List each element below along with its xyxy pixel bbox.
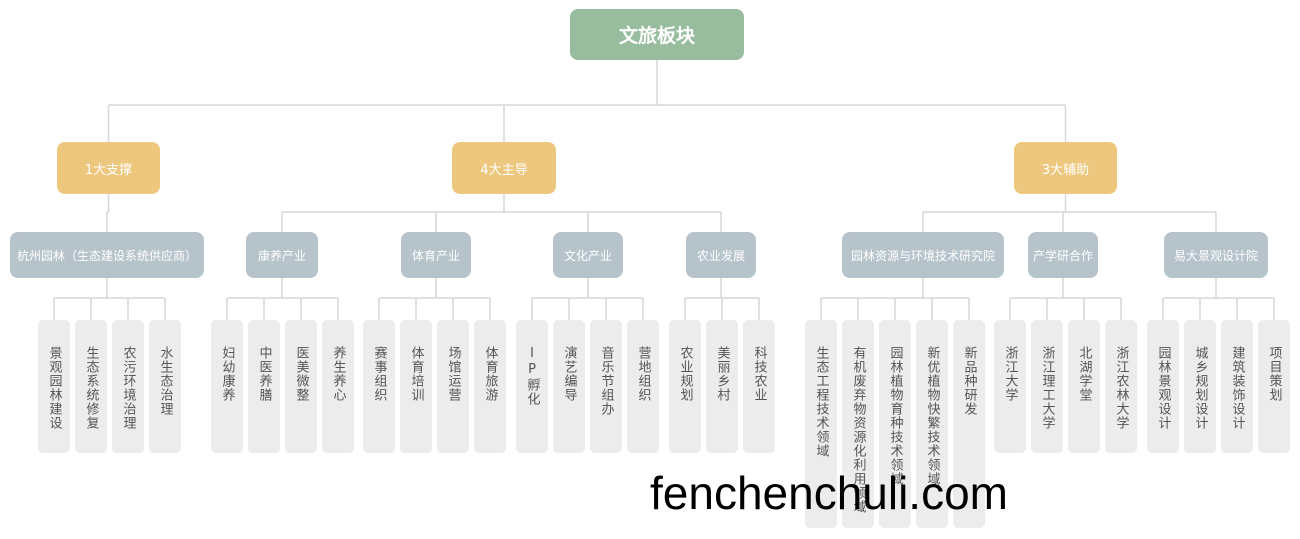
subcategory-node-label: 体育产业 bbox=[411, 248, 460, 263]
category-node[interactable]: 1大支撑 bbox=[57, 142, 160, 194]
subcategory-node-label: 康养产业 bbox=[257, 248, 306, 263]
root-node[interactable]: 文旅板块 bbox=[570, 9, 744, 60]
leaf-node-label: 水生态治理 bbox=[157, 346, 173, 416]
leaf-node[interactable]: 营地组织 bbox=[627, 320, 659, 453]
leaf-node-label: 体育旅游 bbox=[482, 346, 498, 402]
leaf-node-label: 浙江大学 bbox=[1002, 346, 1018, 402]
leaf-node[interactable]: 浙江农林大学 bbox=[1105, 320, 1137, 453]
leaf-node[interactable]: 建筑装饰设计 bbox=[1221, 320, 1253, 453]
subcategory-node-label: 文化产业 bbox=[563, 248, 612, 263]
leaf-node-label: 养生养心 bbox=[330, 346, 346, 402]
leaf-node-label: 医美微整 bbox=[293, 346, 309, 402]
leaf-node-label: 建筑装饰设计 bbox=[1229, 346, 1245, 430]
leaf-node-label: 生态工程技术领域 bbox=[813, 346, 829, 458]
category-node[interactable]: 4大主导 bbox=[452, 142, 556, 194]
subcategory-node-label: 杭州园林（生态建设系统供应商） bbox=[16, 248, 197, 263]
leaf-node-label: 生态系统修复 bbox=[83, 346, 99, 430]
leaf-node-label: 音乐节组办 bbox=[598, 346, 614, 416]
leaf-node-label: 新优植物快繁技术领域 bbox=[924, 346, 940, 486]
watermark: fenchenchuli.com bbox=[650, 467, 1008, 519]
leaf-node[interactable]: 体育旅游 bbox=[474, 320, 506, 453]
leaf-node[interactable]: 美丽乡村 bbox=[706, 320, 738, 453]
leaf-node[interactable]: 中医养膳 bbox=[248, 320, 280, 453]
leaf-node-label: 北湖学堂 bbox=[1076, 346, 1092, 402]
leaf-node[interactable]: 项目策划 bbox=[1258, 320, 1290, 453]
leaf-node[interactable]: 演艺编导 bbox=[553, 320, 585, 453]
category-node-label: 3大辅助 bbox=[1041, 162, 1090, 178]
leaf-node[interactable]: 农污环境治理 bbox=[112, 320, 144, 453]
subcategory-node[interactable]: 体育产业 bbox=[401, 232, 471, 278]
leaf-node[interactable]: 浙江大学 bbox=[994, 320, 1026, 453]
leaf-node[interactable]: 妇幼康养 bbox=[211, 320, 243, 453]
leaf-node-label: 农业规划 bbox=[677, 346, 693, 402]
leaf-node[interactable]: 科技农业 bbox=[743, 320, 775, 453]
leaf-node[interactable]: 养生养心 bbox=[322, 320, 354, 453]
leaf-node-label: 农污环境治理 bbox=[120, 346, 136, 430]
leaf-node-label: 妇幼康养 bbox=[219, 346, 235, 402]
leaf-node-label: 赛事组织 bbox=[371, 346, 387, 402]
leaf-node-label: 演艺编导 bbox=[561, 346, 577, 402]
leaf-node[interactable]: 北湖学堂 bbox=[1068, 320, 1100, 453]
leaf-node[interactable]: 生态工程技术领域 bbox=[805, 320, 837, 528]
leaf-node-label: 浙江理工大学 bbox=[1039, 346, 1055, 430]
leaf-node[interactable]: 农业规划 bbox=[669, 320, 701, 453]
leaf-node[interactable]: 景观园林建设 bbox=[38, 320, 70, 453]
category-node[interactable]: 3大辅助 bbox=[1014, 142, 1117, 194]
leaf-node-label: 浙江农林大学 bbox=[1113, 346, 1129, 430]
leaf-node-label: 景观园林建设 bbox=[46, 346, 62, 430]
leaf-node[interactable]: 场馆运营 bbox=[437, 320, 469, 453]
leaf-node-label: 体育培训 bbox=[408, 346, 424, 402]
leaf-node-label: 有机废弃物资源化利用领域 bbox=[850, 346, 866, 514]
subcategory-node[interactable]: 康养产业 bbox=[246, 232, 318, 278]
subcategory-node-label: 园林资源与环境技术研究院 bbox=[850, 248, 995, 263]
subcategory-node-label: 农业发展 bbox=[696, 248, 745, 263]
leaf-node-label: 城乡规划设计 bbox=[1192, 346, 1208, 430]
leaf-node[interactable]: 生态系统修复 bbox=[75, 320, 107, 453]
leaf-node[interactable]: 医美微整 bbox=[285, 320, 317, 453]
leaf-node[interactable]: 浙江理工大学 bbox=[1031, 320, 1063, 453]
leaf-node[interactable]: 园林植物育种技术领域 bbox=[879, 320, 911, 528]
subcategory-node[interactable]: 产学研合作 bbox=[1028, 232, 1098, 278]
leaf-node-label: 新品种研发 bbox=[961, 346, 977, 416]
leaf-node[interactable]: 园林景观设计 bbox=[1147, 320, 1179, 453]
leaf-node[interactable]: 城乡规划设计 bbox=[1184, 320, 1216, 453]
leaf-node-label: 场馆运营 bbox=[445, 346, 461, 402]
category-node-label: 4大主导 bbox=[480, 162, 528, 178]
leaf-node[interactable]: 水生态治理 bbox=[149, 320, 181, 453]
subcategory-node[interactable]: 杭州园林（生态建设系统供应商） bbox=[10, 232, 204, 278]
subcategory-node[interactable]: 农业发展 bbox=[686, 232, 756, 278]
leaf-node-label: 园林植物育种技术领域 bbox=[887, 346, 903, 486]
leaf-node-label: 科技农业 bbox=[751, 346, 767, 402]
subcategory-node[interactable]: 园林资源与环境技术研究院 bbox=[842, 232, 1004, 278]
leaf-node[interactable]: 新优植物快繁技术领域 bbox=[916, 320, 948, 528]
leaf-node-label: 美丽乡村 bbox=[714, 346, 730, 402]
leaf-node[interactable]: 赛事组织 bbox=[363, 320, 395, 453]
leaf-node-label: 项目策划 bbox=[1266, 346, 1282, 402]
leaf-node-label: 园林景观设计 bbox=[1155, 346, 1171, 430]
leaf-node[interactable]: IP孵化 bbox=[516, 320, 548, 453]
leaf-node[interactable]: 新品种研发 bbox=[953, 320, 985, 528]
leaf-node-label: IP孵化 bbox=[524, 346, 540, 406]
leaf-node[interactable]: 有机废弃物资源化利用领域 bbox=[842, 320, 874, 528]
leaf-node[interactable]: 体育培训 bbox=[400, 320, 432, 453]
leaf-node-label: 营地组织 bbox=[635, 346, 651, 402]
subcategory-node[interactable]: 易大景观设计院 bbox=[1164, 232, 1268, 278]
root-node-label: 文旅板块 bbox=[618, 25, 695, 47]
leaf-node[interactable]: 音乐节组办 bbox=[590, 320, 622, 453]
leaf-node-label: 中医养膳 bbox=[256, 346, 272, 402]
subcategory-node[interactable]: 文化产业 bbox=[553, 232, 623, 278]
subcategory-node-label: 产学研合作 bbox=[1032, 248, 1093, 263]
category-node-label: 1大支撑 bbox=[84, 162, 133, 178]
subcategory-node-label: 易大景观设计院 bbox=[1173, 248, 1258, 263]
